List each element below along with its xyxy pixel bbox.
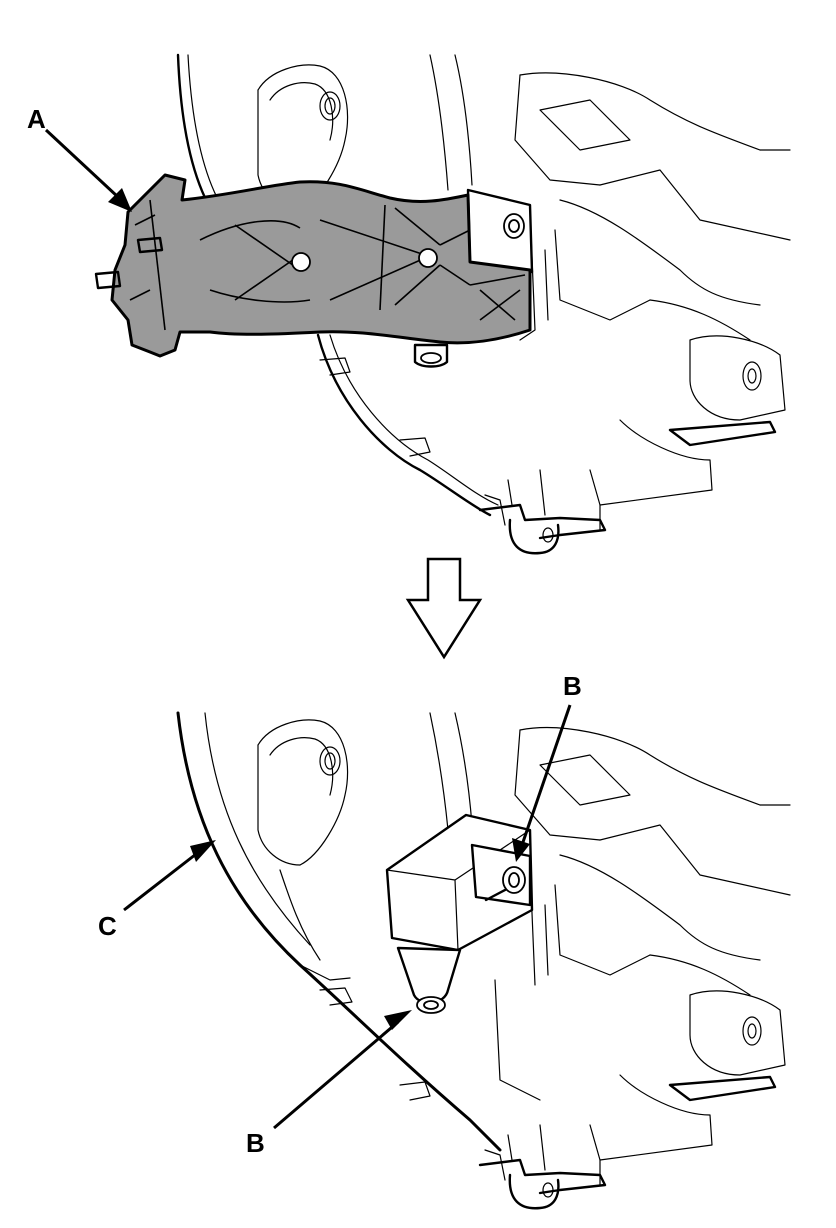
callout-b-upper-leader: [520, 704, 572, 846]
callout-b-lower-leader: [273, 1020, 399, 1130]
callout-b-lower-label: B: [246, 1128, 265, 1158]
callout-a: A: [27, 104, 132, 212]
callout-b-lower-arrowhead: [384, 1010, 412, 1030]
callout-c-label: C: [98, 911, 117, 941]
bracket-part: [94, 173, 532, 358]
mounting-boss-upper: [466, 188, 534, 274]
callout-c: C: [98, 840, 216, 941]
callout-c-leader: [123, 849, 201, 912]
callout-b-upper: B: [512, 671, 582, 862]
callout-b-upper-arrowhead: [512, 838, 530, 862]
lower-view: B B C: [98, 671, 791, 1210]
callout-b-upper-label: B: [563, 671, 582, 701]
callout-b-lower: B: [246, 1010, 412, 1158]
mounting-block-lower: [385, 813, 534, 1014]
callout-c-arrowhead: [190, 840, 216, 862]
step-arrow-icon: [405, 557, 483, 660]
upper-view: A: [27, 53, 791, 555]
callout-a-leader: [44, 128, 120, 199]
callout-a-label: A: [27, 104, 46, 134]
bolt-boss-upper: [413, 343, 449, 368]
housing-outline-lower: [176, 711, 791, 1210]
callout-a-arrowhead: [108, 188, 132, 212]
